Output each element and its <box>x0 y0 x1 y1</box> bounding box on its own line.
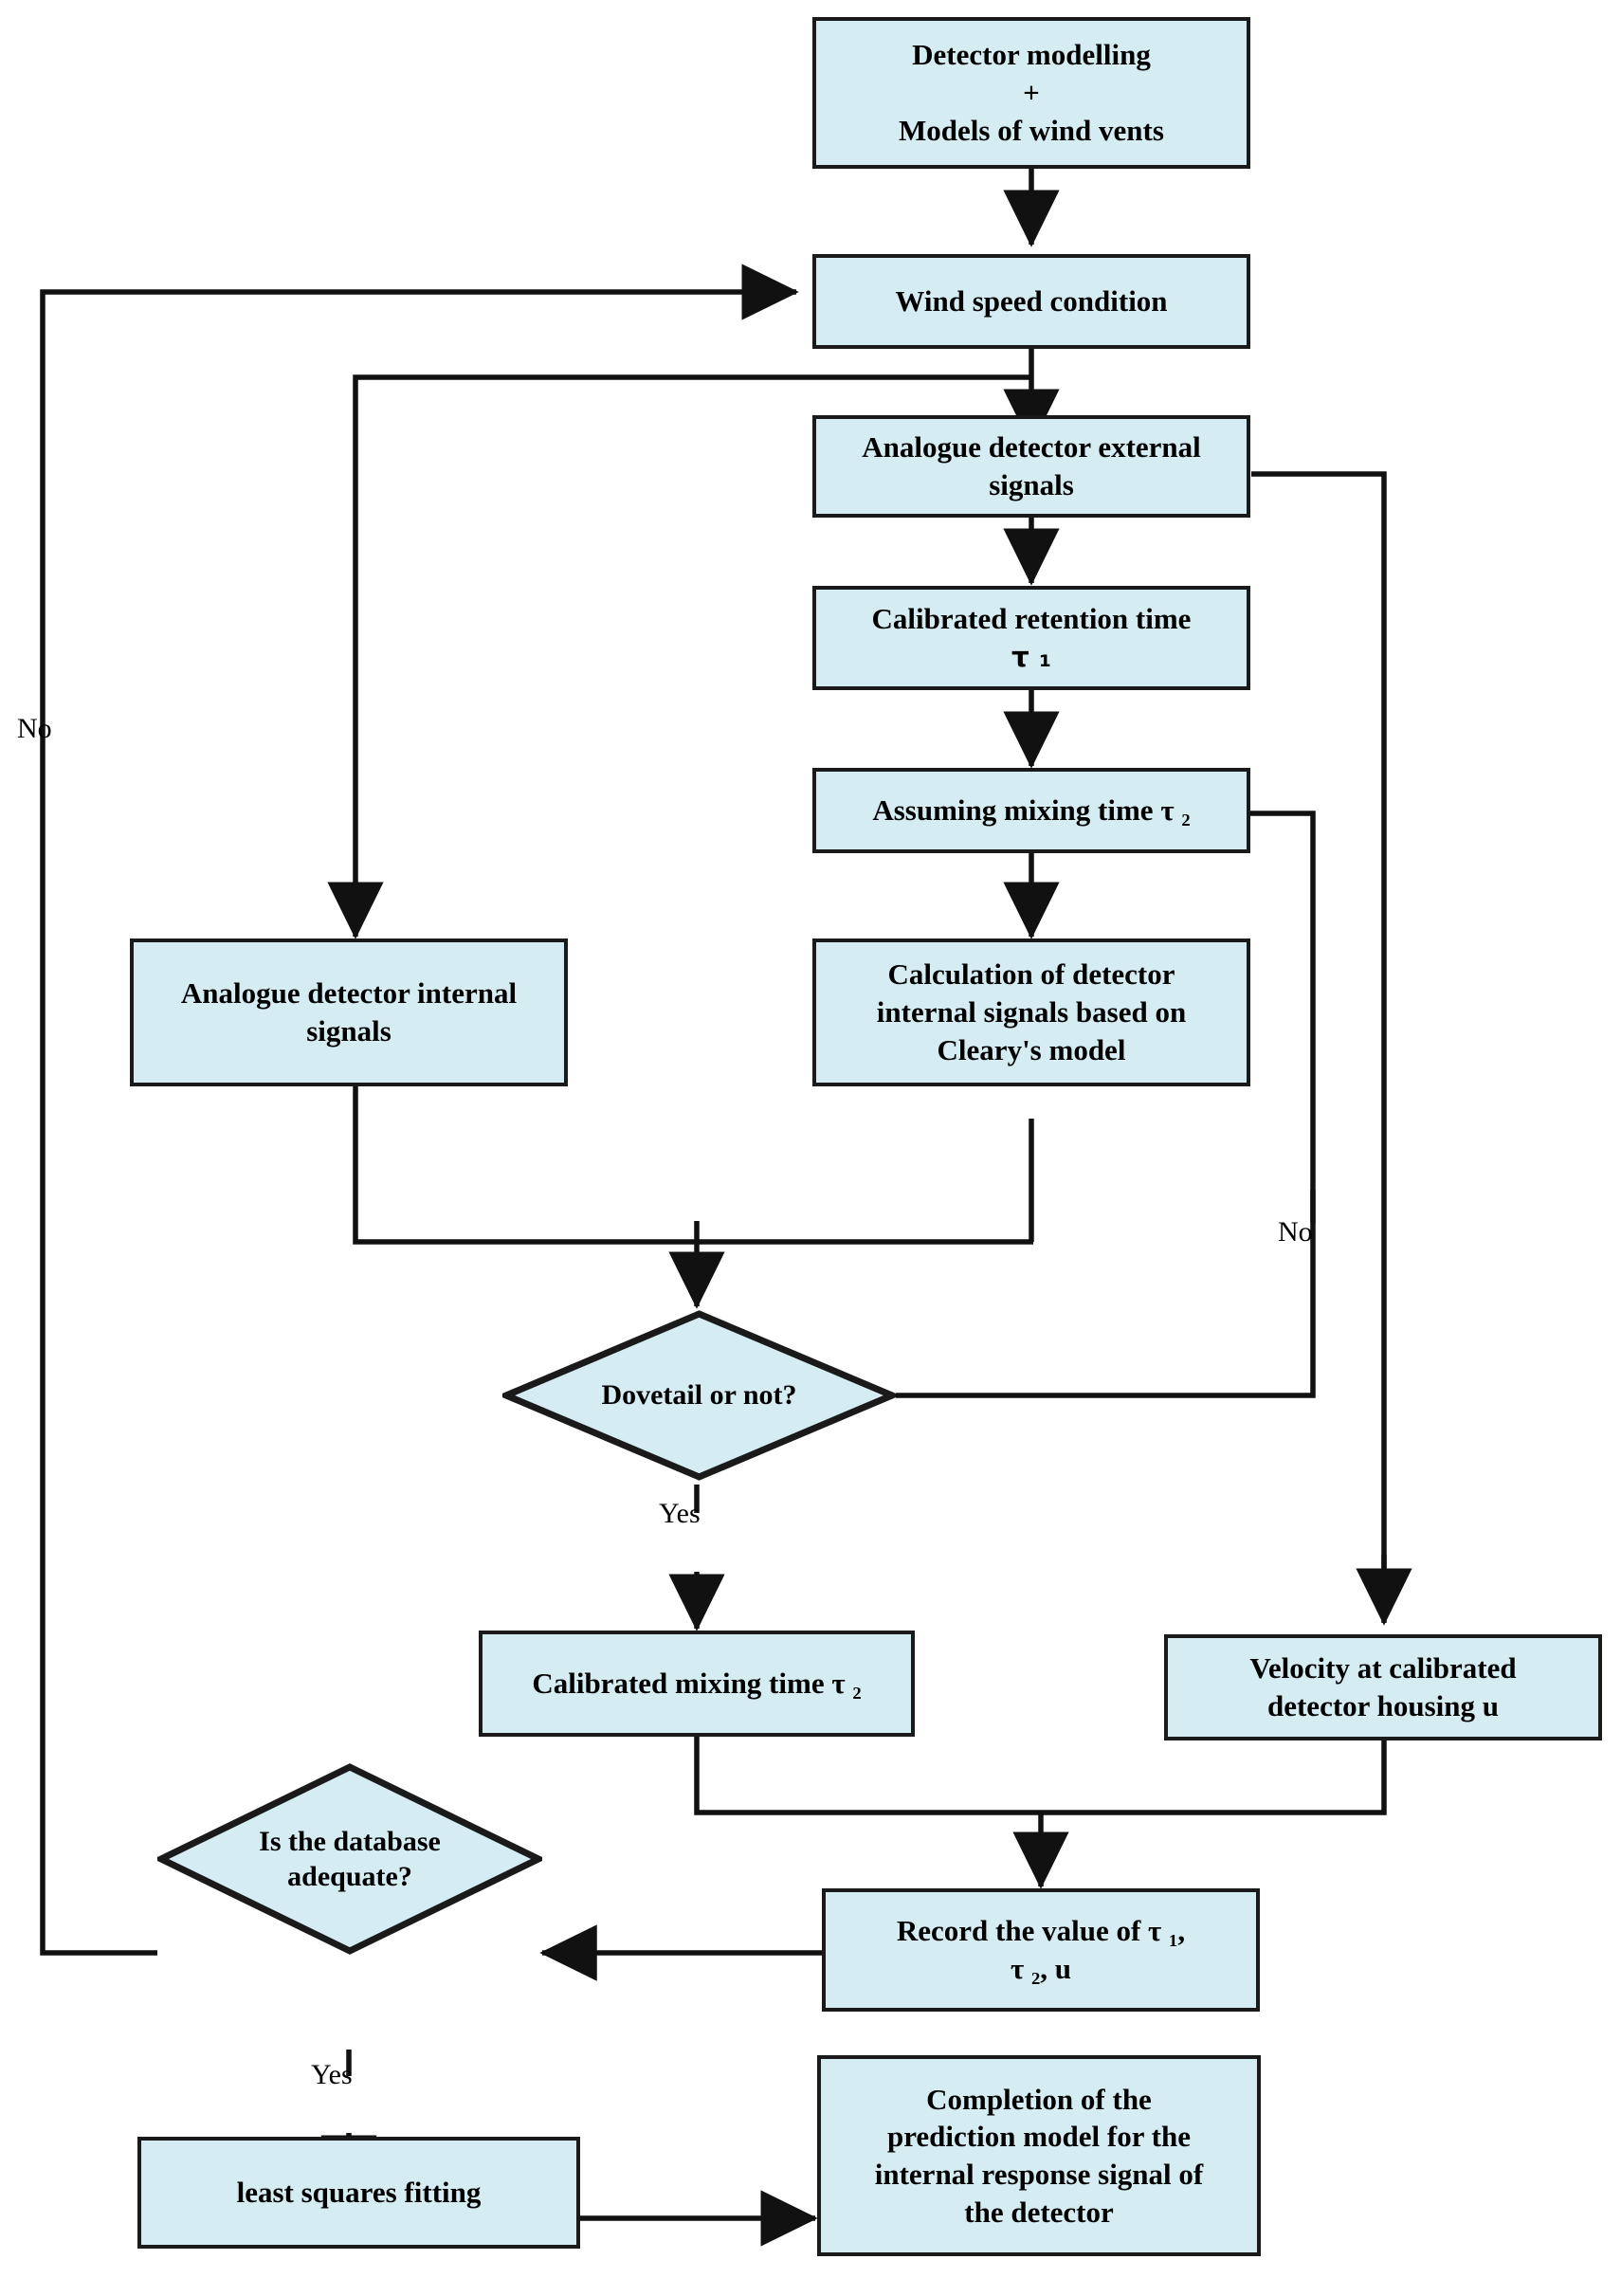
node-detector-modelling[interactable]: Detector modelling + Models of wind vent… <box>812 17 1250 169</box>
velocity-line1: Velocity at calibrated <box>1249 1651 1517 1686</box>
node-least-squares-fitting[interactable]: least squares fitting <box>137 2137 580 2249</box>
edge-external-to-velocity-route <box>1251 471 1387 1574</box>
decision-dovetail-or-not[interactable]: Dovetail or not? <box>502 1310 896 1481</box>
database-label: Is the database adequate? <box>251 1824 448 1895</box>
record-line2: τ ₂, u <box>1010 1952 1072 1985</box>
edge-label-no-right: No <box>1278 1216 1313 1248</box>
external-signals-line2: signals <box>989 468 1074 501</box>
cleary-line2: internal signals based on <box>876 995 1187 1030</box>
node-wind-speed-condition[interactable]: Wind speed condition <box>812 254 1250 349</box>
node-cleary-calculation[interactable]: Calculation of detector internal signals… <box>812 938 1250 1086</box>
node-calibrated-retention-time[interactable]: Calibrated retention time τ ₁ <box>812 586 1250 690</box>
node-completion-prediction-model[interactable]: Completion of the prediction model for t… <box>817 2055 1261 2256</box>
internal-signals-line2: signals <box>306 1014 392 1048</box>
decision-database-adequate[interactable]: Is the database adequate? <box>157 1763 542 1955</box>
completion-line4: the detector <box>964 2195 1114 2229</box>
calibrated-mixing-label: Calibrated mixing time τ ₂ <box>532 1667 862 1701</box>
node-record-values[interactable]: Record the value of τ ₁, τ ₂, u <box>822 1888 1260 2012</box>
edge-dovetail-no-vert <box>896 1190 1316 1398</box>
edge-label-no-left: No <box>17 713 52 744</box>
edge-label-yes-dovetail: Yes <box>659 1498 701 1529</box>
wind-speed-label: Wind speed condition <box>895 284 1168 319</box>
node-calibrated-mixing-time[interactable]: Calibrated mixing time τ ₂ <box>479 1631 915 1737</box>
completion-line1: Completion of the <box>926 2082 1152 2116</box>
edge-merge-to-record <box>694 1737 1387 1815</box>
node-assuming-mixing-time[interactable]: Assuming mixing time τ ₂ <box>812 768 1250 853</box>
detector-modelling-line2: + <box>1023 76 1040 110</box>
dovetail-label: Dovetail or not? <box>601 1379 797 1412</box>
internal-signals-line1: Analogue detector internal <box>180 976 518 1011</box>
database-diamond-shape <box>157 1763 542 1955</box>
cleary-line1: Calculation of detector <box>887 957 1175 992</box>
node-velocity-detector-housing[interactable]: Velocity at calibrated detector housing … <box>1164 1634 1602 1740</box>
velocity-line2: detector housing u <box>1266 1689 1499 1722</box>
detector-modelling-line1: Detector modelling <box>912 38 1151 72</box>
retention-time-line1: Calibrated retention time <box>871 602 1192 636</box>
least-squares-label: least squares fitting <box>236 2176 482 2210</box>
node-analogue-external-signals[interactable]: Analogue detector external signals <box>812 415 1250 518</box>
dovetail-diamond-shape <box>502 1310 896 1481</box>
database-line1: Is the database <box>259 1825 441 1857</box>
edge-internal-to-junction <box>353 1086 1033 1245</box>
detector-modelling-line3: Models of wind vents <box>899 113 1164 147</box>
record-line1: Record the value of τ ₁, <box>896 1914 1186 1948</box>
completion-line3: internal response signal of <box>874 2158 1204 2191</box>
completion-line2: prediction model for the <box>886 2120 1192 2154</box>
node-analogue-internal-signals[interactable]: Analogue detector internal signals <box>130 938 568 1086</box>
external-signals-line1: Analogue detector external <box>862 430 1201 465</box>
cleary-line3: Cleary's model <box>937 1032 1126 1066</box>
assuming-mixing-label: Assuming mixing time τ ₂ <box>872 793 1191 828</box>
database-line2: adequate? <box>287 1861 412 1892</box>
edge-label-yes-database: Yes <box>311 2059 353 2090</box>
retention-time-symbol: τ ₁ <box>1011 640 1051 673</box>
